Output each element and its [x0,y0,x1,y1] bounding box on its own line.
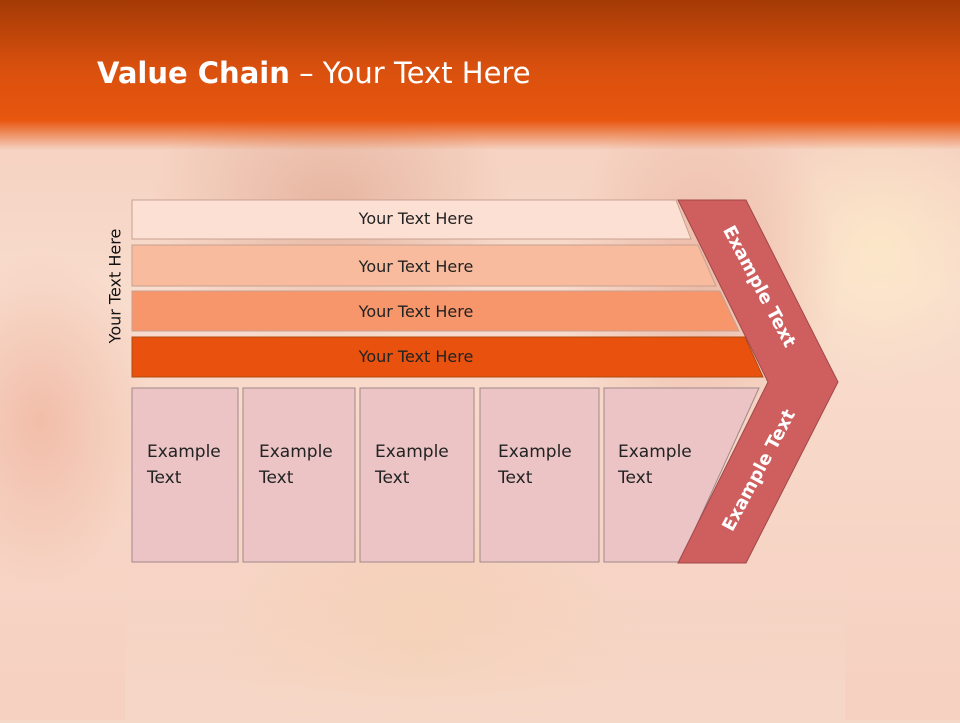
bar-label-1: Your Text Here [358,209,474,228]
box-label-3: Example Text [375,442,449,488]
title-bold: Value Chain [97,56,290,90]
reflection-fade [125,563,845,723]
box-1 [131,387,239,563]
title-banner [0,0,960,150]
bar-3 [131,290,740,332]
box-4 [479,387,600,563]
box-2 [242,387,356,563]
bar-1 [131,199,692,240]
title-rest: – Your Text Here [289,56,531,90]
bar-label-2: Your Text Here [358,257,474,276]
box-label-5: Example Text [618,442,692,488]
bar-4 [131,336,764,378]
box-label-2: Example Text [259,442,333,488]
bar-label-4: Your Text Here [358,347,474,366]
bar-label-3: Your Text Here [358,302,474,321]
slide-title: Value Chain – Your Text Here [97,56,531,90]
box-label-1: Example Text [147,442,221,488]
box-3 [359,387,475,563]
bar-2 [131,244,717,287]
box-label-4: Example Text [498,442,572,488]
